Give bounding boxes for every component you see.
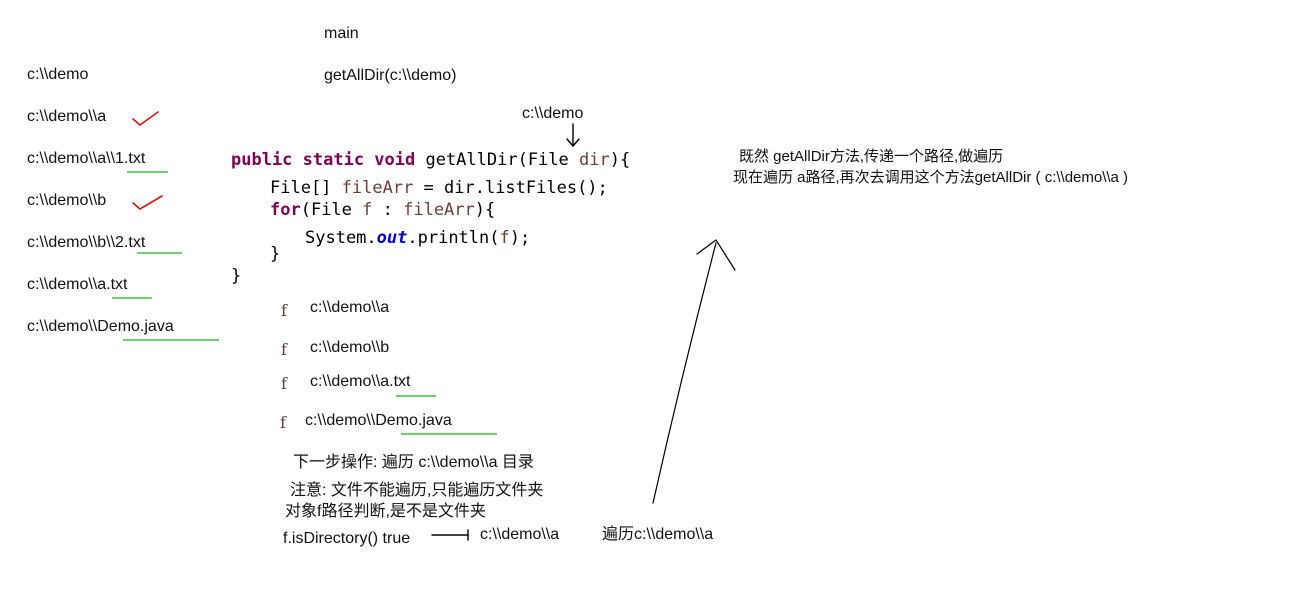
check-mark-icon — [132, 195, 163, 210]
arrow-target-note: c:\\demo\\a — [480, 526, 560, 543]
result-var: f — [281, 340, 287, 359]
code-param: dir — [579, 150, 610, 170]
code-line-3: for(File f : fileArr){ — [270, 199, 495, 221]
check-note: 对象f路径判断,是不是文件夹 — [285, 503, 486, 520]
code-variable: f — [362, 200, 373, 220]
call-label: getAllDir(c:\\demo) — [324, 67, 457, 84]
code-variable: f — [499, 228, 510, 248]
code-text: ){ — [474, 200, 496, 220]
code-text: ); — [509, 228, 531, 248]
check-mark-icon — [132, 111, 159, 127]
tree-item: c:\\demo\\b — [27, 192, 107, 209]
code-text: getAllDir(File — [415, 150, 579, 170]
code-text: File[] — [270, 178, 342, 198]
tree-item: c:\\demo\\a.txt — [27, 276, 128, 293]
result-var: f — [281, 374, 287, 393]
code-text: : — [372, 200, 404, 220]
main-label: main — [324, 25, 359, 42]
result-path: c:\\demo\\a.txt — [310, 373, 411, 390]
code-variable: fileArr — [341, 178, 414, 198]
attention-note: 注意: 文件不能遍历,只能遍历文件夹 — [290, 482, 544, 499]
result-path: c:\\demo\\Demo.java — [305, 412, 452, 429]
code-variable: fileArr — [403, 200, 475, 220]
tree-item: c:\\demo\\a — [27, 108, 107, 125]
code-line-5: } — [270, 244, 281, 264]
code-keyword: for — [270, 200, 301, 220]
param-note: c:\\demo — [522, 105, 584, 122]
tree-item: c:\\demo\\b\\2.txt — [27, 234, 146, 251]
isdirectory-note: f.isDirectory() true — [283, 530, 411, 547]
result-var: f — [281, 301, 287, 320]
code-line-6: } — [231, 266, 242, 286]
down-arrow-icon — [566, 123, 580, 148]
code-text: .println( — [407, 228, 500, 248]
right-arrow-icon — [431, 529, 469, 541]
code-field: out — [376, 228, 408, 248]
tree-item: c:\\demo\\a\\1.txt — [27, 150, 146, 167]
tree-item: c:\\demo\\Demo.java — [27, 318, 174, 335]
tree-item: c:\\demo — [27, 66, 89, 83]
code-text: System. — [305, 228, 377, 248]
right-note-line-2: 现在遍历 a路径,再次去调用这个方法getAllDir ( c:\\demo\\… — [733, 169, 1129, 186]
next-step-note: 下一步操作: 遍历 c:\\demo\\a 目录 — [293, 454, 534, 471]
right-note-line-1: 既然 getAllDir方法,传递一个路径,做遍历 — [739, 148, 1004, 165]
code-text: = dir.listFiles(); — [413, 178, 608, 198]
recursion-arrow-icon — [652, 239, 736, 504]
code-line-1: public static void getAllDir(File dir){ — [231, 149, 630, 171]
code-line-2: File[] fileArr = dir.listFiles(); — [270, 177, 608, 199]
result-var: f — [280, 413, 286, 432]
code-text: ){ — [609, 150, 631, 170]
code-line-4: System.out.println(f); — [305, 227, 530, 249]
traverse-note: 遍历c:\\demo\\a — [602, 526, 714, 543]
result-path: c:\\demo\\a — [310, 299, 390, 316]
result-path: c:\\demo\\b — [310, 339, 390, 356]
code-keyword: public static void — [231, 150, 416, 170]
code-text: (File — [300, 200, 363, 220]
